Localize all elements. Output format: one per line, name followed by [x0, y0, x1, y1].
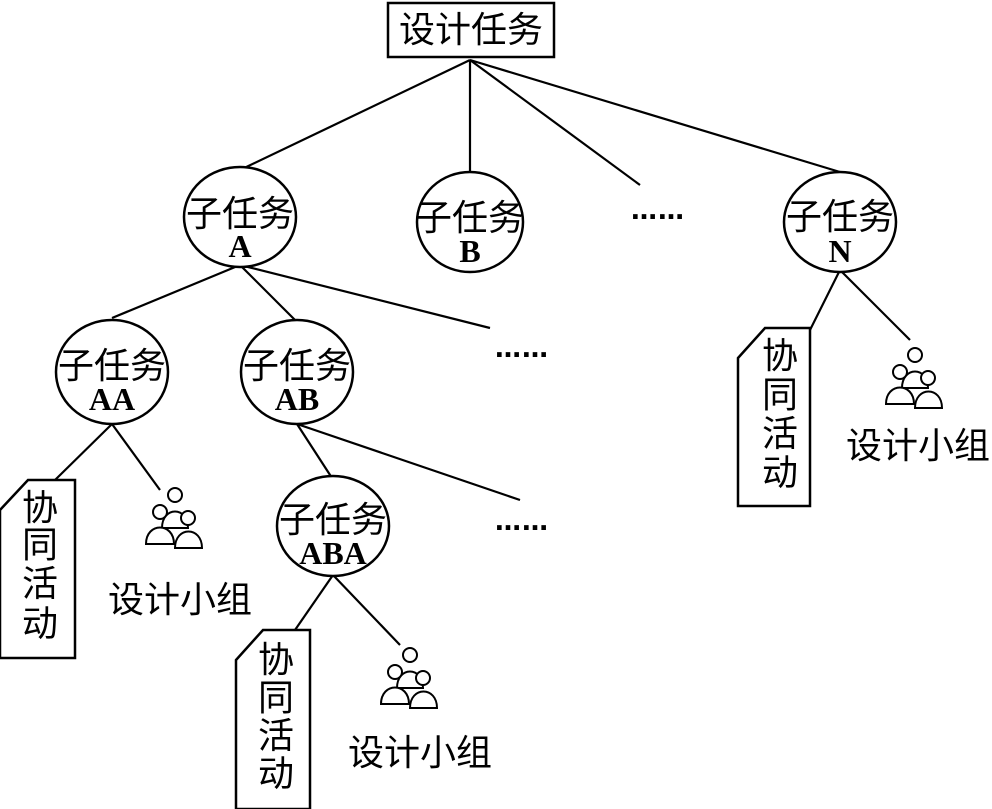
collab-char: 活 — [22, 564, 58, 605]
edges — [54, 58, 911, 646]
design-group-n: 设计小组 — [846, 347, 990, 467]
collab-char: 活 — [762, 414, 798, 455]
ellipsis-lower: …… — [495, 507, 549, 537]
collab-char: 协 — [22, 488, 58, 529]
collab-char: 动 — [22, 604, 58, 645]
design-group-aba: 设计小组 — [348, 647, 492, 774]
subtask-b-id: B — [459, 233, 480, 269]
people-group-icon — [885, 347, 943, 409]
design-group-aa: 设计小组 — [108, 487, 252, 621]
subtask-aa-node: 子任务 AA — [54, 318, 170, 426]
collab-char: 同 — [762, 375, 798, 416]
people-group-icon — [380, 647, 438, 709]
subtask-aa-label: 子任务 — [58, 346, 166, 387]
subtask-aba-node: 子任务 ABA — [275, 474, 391, 578]
collab-activity-aba: 协 同 活 动 — [234, 628, 312, 809]
ellipsis-middle: …… — [495, 334, 549, 364]
collab-activity-aa: 协 同 活 动 — [0, 478, 77, 660]
subtask-aba-id: ABA — [299, 535, 367, 571]
subtask-n-node: 子任务 N — [782, 170, 898, 274]
root-task-box: 设计任务 — [386, 1, 556, 59]
design-group-label: 设计小组 — [348, 733, 492, 774]
subtask-a-id: A — [228, 228, 251, 264]
subtask-ab-id: AB — [275, 381, 319, 417]
subtask-b-label: 子任务 — [416, 198, 524, 239]
collab-activity-n: 协 同 活 动 — [736, 326, 812, 508]
design-group-label: 设计小组 — [846, 426, 990, 467]
ellipsis-top: …… — [631, 196, 685, 226]
collab-char: 协 — [762, 336, 798, 377]
collab-char: 协 — [258, 640, 294, 681]
collab-char: 同 — [22, 525, 58, 566]
subtask-n-label: 子任务 — [786, 197, 894, 238]
people-group-icon — [145, 487, 203, 549]
subtask-ab-label: 子任务 — [243, 346, 351, 387]
collab-char: 同 — [258, 678, 294, 719]
subtask-aba-label: 子任务 — [279, 500, 387, 541]
collab-char: 活 — [258, 716, 294, 757]
subtask-b-node: 子任务 B — [415, 170, 525, 274]
subtask-ab-node: 子任务 AB — [239, 318, 355, 426]
collab-char: 动 — [762, 453, 798, 494]
subtask-aa-id: AA — [89, 381, 135, 417]
design-group-label: 设计小组 — [108, 580, 252, 621]
collab-char: 动 — [258, 754, 294, 795]
subtask-n-id: N — [828, 233, 851, 269]
subtask-a-label: 子任务 — [186, 194, 294, 235]
subtask-a-node: 子任务 A — [182, 165, 298, 269]
root-task-label: 设计任务 — [399, 10, 543, 51]
